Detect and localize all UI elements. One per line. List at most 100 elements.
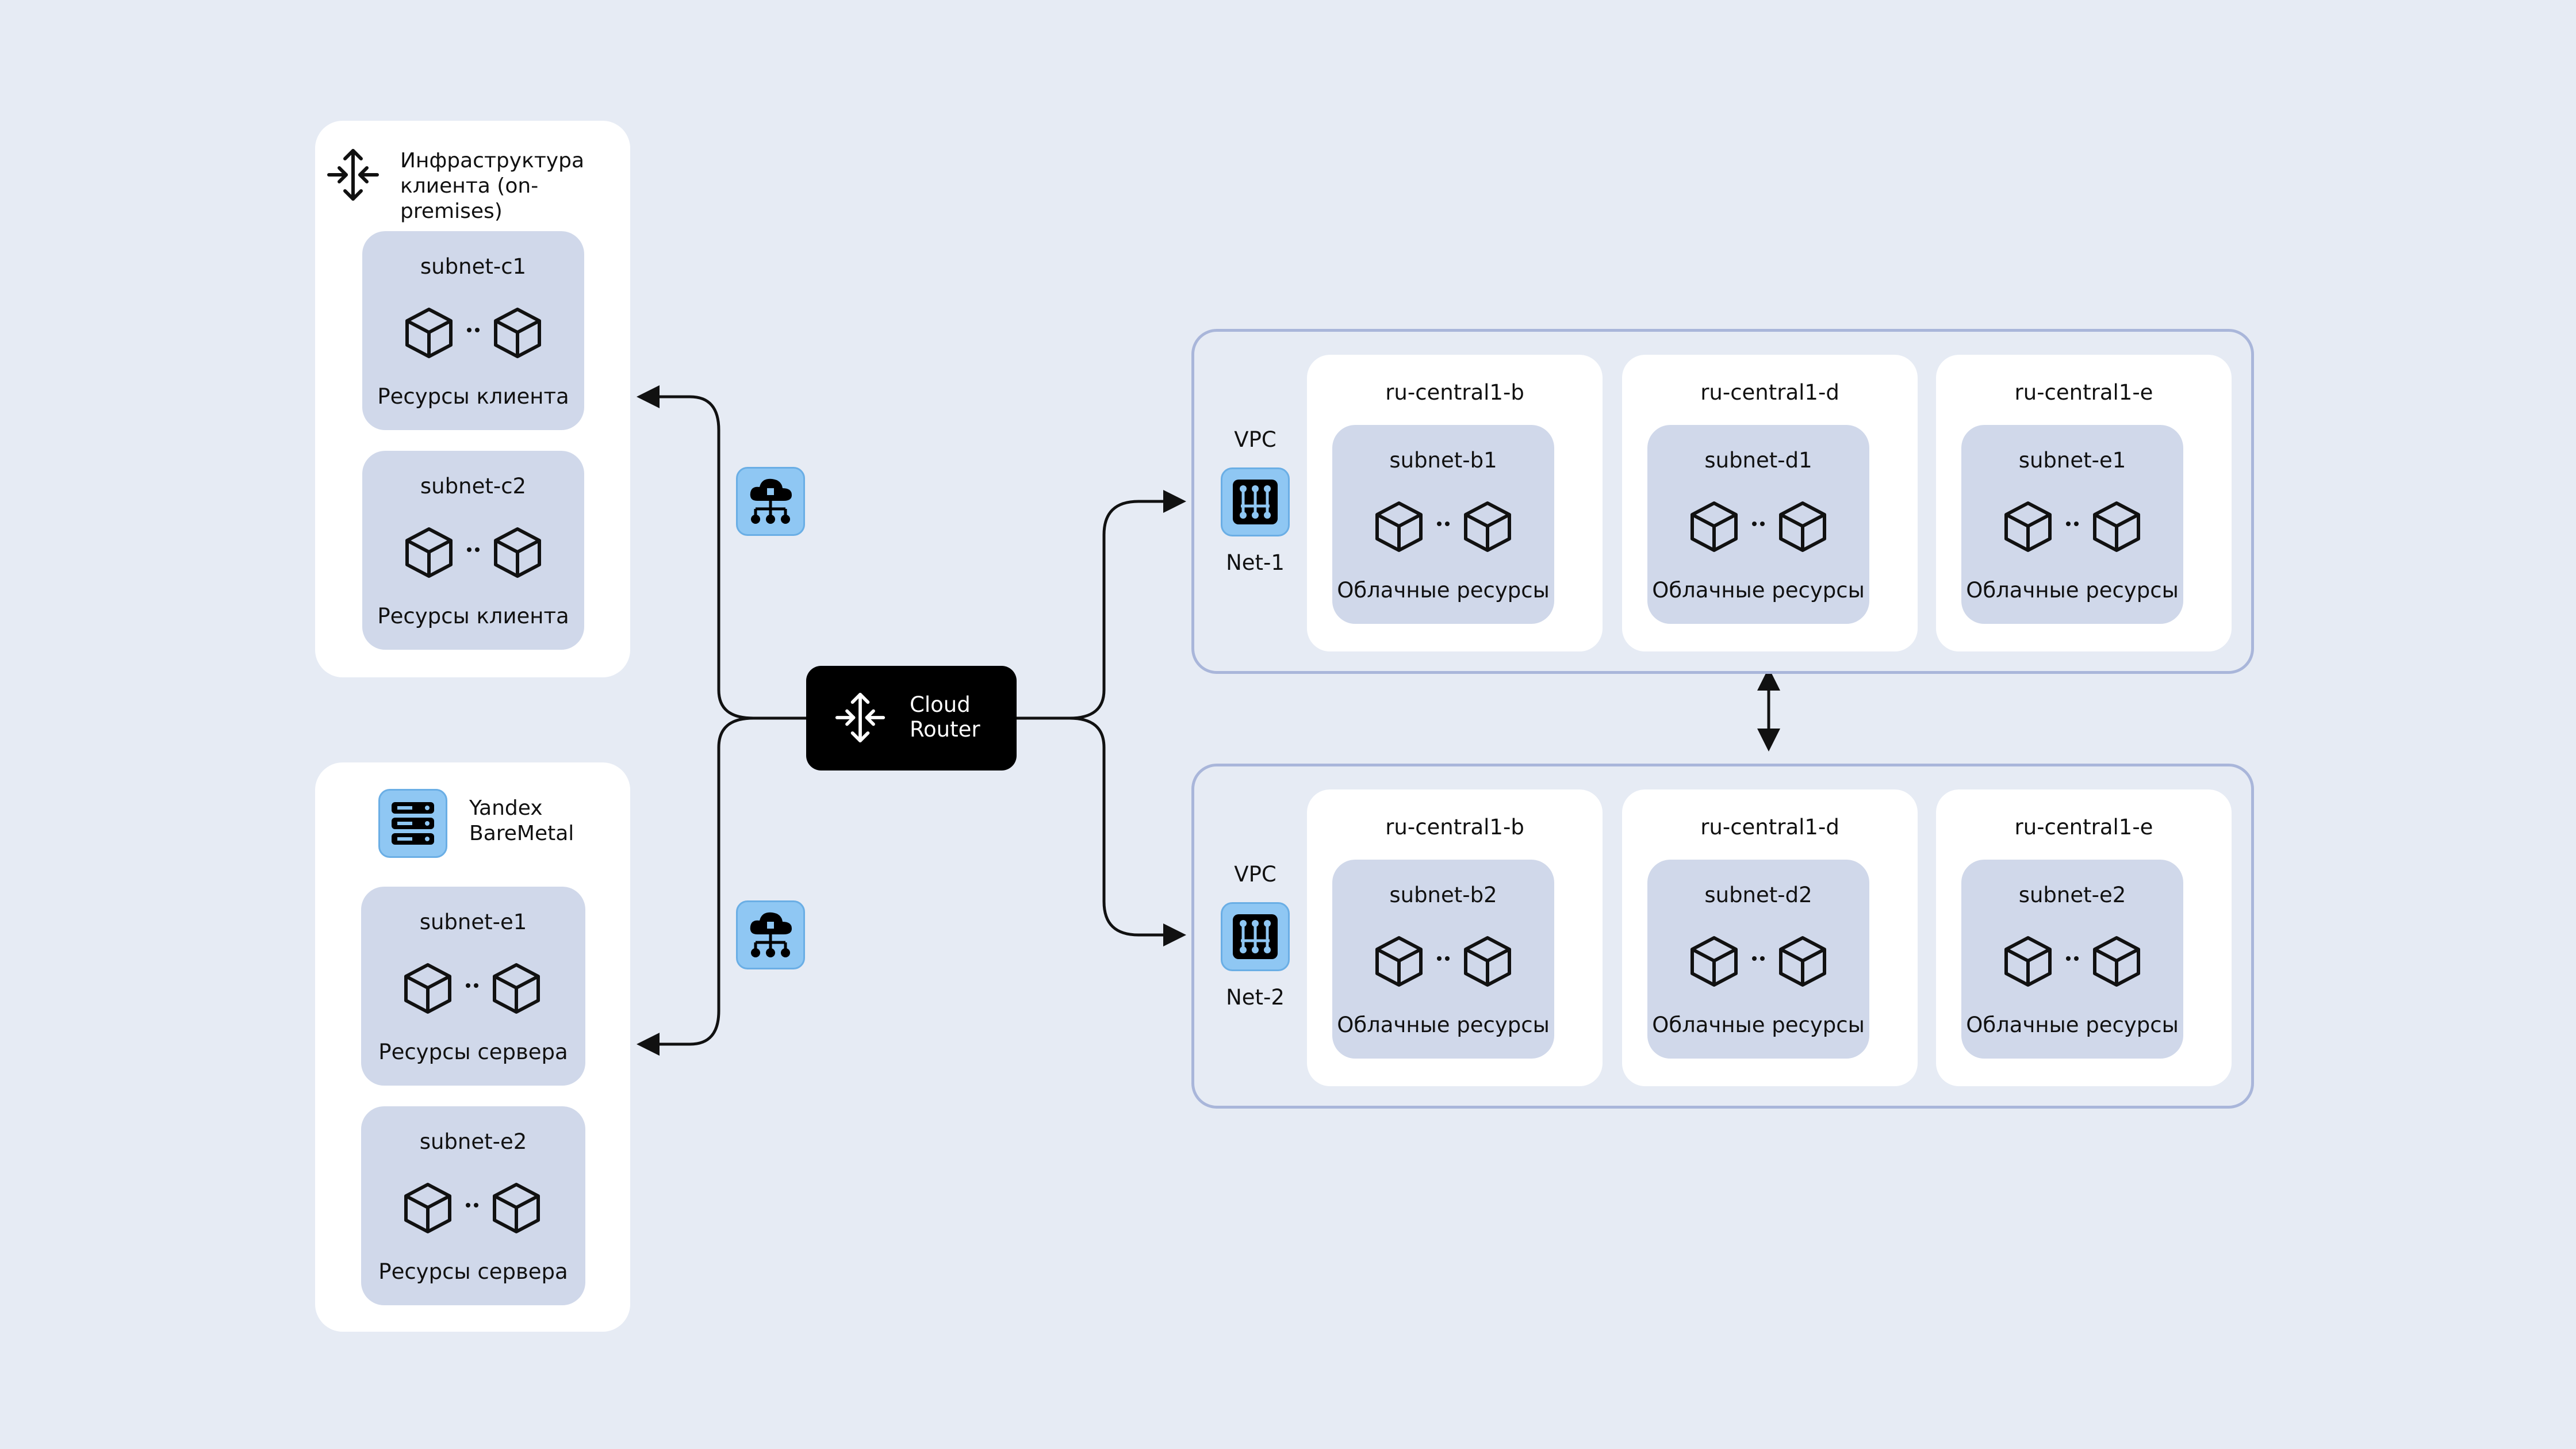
subnet-card: subnet-e1 Ресурсы сервера [361, 887, 585, 1086]
onprem-title-line1: Инфраструктура [400, 149, 585, 172]
cube-icon [493, 963, 540, 1014]
cube-icon [493, 1183, 540, 1233]
link-router-net1 [1017, 490, 1186, 720]
cube-icon [2004, 501, 2052, 552]
cloud-network-icon [736, 467, 805, 536]
cube-icon [1690, 936, 1738, 987]
subnet-caption: Ресурсы клиента [377, 384, 569, 409]
zone-card: ru-central1-b subnet-b1 Облачные ресурсы [1307, 355, 1603, 651]
ellipsis-icon [1752, 522, 1765, 526]
ellipsis-icon [1437, 522, 1450, 526]
subnet-card: subnet-e2 Ресурсы сервера [361, 1106, 585, 1305]
cube-icon [2093, 501, 2140, 552]
subnet-caption: Ресурсы сервера [378, 1040, 568, 1064]
subnet-name: subnet-b2 [1389, 883, 1497, 907]
subnet-card: subnet-d1 Облачные ресурсы [1647, 425, 1869, 624]
vpc-net-name: Net-2 [1226, 985, 1285, 1010]
cube-icon [1690, 501, 1738, 552]
subnet-card: subnet-b1 Облачные ресурсы [1332, 425, 1554, 624]
subnet-caption: Облачные ресурсы [1966, 1013, 2179, 1037]
subnet-name: subnet-c1 [420, 254, 527, 279]
zone-name: ru-central1-e [2014, 815, 2153, 839]
vpc-net-2: VPC Net-2 ru-central1-b subnet-b2 [1191, 764, 2254, 1109]
zone-name: ru-central1-d [1700, 815, 1839, 839]
cube-icon [1464, 936, 1511, 987]
cube-icon [1464, 501, 1511, 552]
baremetal-title-line1: Yandex [469, 796, 543, 820]
subnet-name: subnet-e2 [2018, 883, 2126, 907]
subnet-caption: Облачные ресурсы [1966, 578, 2179, 603]
subnet-card: subnet-d2 Облачные ресурсы [1647, 860, 1869, 1059]
subnet-card: subnet-e1 Облачные ресурсы [1961, 425, 2183, 624]
zone-name: ru-central1-b [1385, 380, 1524, 405]
subnet-caption: Ресурсы клиента [377, 604, 569, 628]
vpc-network-icon [1221, 902, 1290, 971]
vpc-network-icon [1221, 467, 1290, 536]
subnet-caption: Облачные ресурсы [1652, 578, 1865, 603]
ellipsis-icon [1437, 956, 1450, 961]
cube-icon [404, 963, 451, 1014]
baremetal-title-line2: BareMetal [469, 822, 574, 845]
vpc-net-name: Net-1 [1226, 550, 1285, 575]
vpc-net-1: VPC Net-1 ru-central1-b subnet-b1 [1191, 329, 2254, 674]
link-router-net2 [1069, 716, 1186, 946]
subnet-card: subnet-c1 Ресурсы клиента [362, 231, 584, 430]
ellipsis-icon [467, 328, 480, 332]
cube-icon [2004, 936, 2052, 987]
zone-card: ru-central1-e subnet-e2 Облачные ресурсы [1936, 789, 2232, 1086]
ellipsis-icon [466, 983, 478, 988]
ellipsis-icon [466, 1203, 478, 1208]
zone-card: ru-central1-e subnet-e1 Облачные ресурсы [1936, 355, 2232, 651]
router-arrows-icon [327, 149, 379, 201]
subnet-name: subnet-d2 [1704, 883, 1812, 907]
cube-icon [1375, 501, 1423, 552]
router-label-line1: Cloud [910, 692, 971, 717]
subnet-card: subnet-e2 Облачные ресурсы [1961, 860, 2183, 1059]
cube-icon [1375, 936, 1423, 987]
subnet-card: subnet-c2 Ресурсы клиента [362, 451, 584, 650]
vpc-label: VPC [1234, 427, 1276, 452]
cube-icon [2093, 936, 2140, 987]
subnet-name: subnet-d1 [1704, 448, 1812, 473]
zone-card: ru-central1-d subnet-d1 Облачные ресурсы [1622, 355, 1918, 651]
router-arrows-icon [835, 692, 885, 743]
ellipsis-icon [467, 547, 480, 552]
onprem-title-line2: клиента (on-premises) [400, 174, 539, 223]
subnet-name: subnet-e1 [2018, 448, 2126, 473]
cloud-network-icon [736, 900, 805, 969]
subnet-name: subnet-b1 [1389, 448, 1497, 473]
ellipsis-icon [2066, 956, 2079, 961]
zone-card: ru-central1-b subnet-b2 Облачные ресурсы [1307, 789, 1603, 1086]
cube-icon [1779, 936, 1826, 987]
cube-icon [405, 527, 453, 578]
zone-name: ru-central1-b [1385, 815, 1524, 839]
subnet-caption: Облачные ресурсы [1337, 1013, 1550, 1037]
cube-icon [405, 308, 453, 358]
ellipsis-icon [2066, 522, 2079, 526]
subnet-name: subnet-c2 [420, 474, 527, 499]
subnet-name: subnet-e2 [419, 1129, 527, 1154]
subnet-caption: Ресурсы сервера [378, 1259, 568, 1284]
subnet-card: subnet-b2 Облачные ресурсы [1332, 860, 1554, 1059]
subnet-caption: Облачные ресурсы [1337, 578, 1550, 603]
cube-icon [404, 1183, 451, 1233]
router-label-line2: Router [910, 717, 980, 742]
onprem-panel: Инфраструктура клиента (on-premises) sub… [315, 121, 630, 677]
server-rack-icon [378, 789, 447, 858]
subnet-caption: Облачные ресурсы [1652, 1013, 1865, 1037]
cloud-router-node: Cloud Router [806, 666, 1017, 770]
ellipsis-icon [1752, 956, 1765, 961]
zone-name: ru-central1-e [2014, 380, 2153, 405]
zone-card: ru-central1-d subnet-d2 Облачные ресурсы [1622, 789, 1918, 1086]
cube-icon [494, 527, 541, 578]
vpc-label: VPC [1234, 862, 1276, 887]
zone-name: ru-central1-d [1700, 380, 1839, 405]
cube-icon [494, 308, 541, 358]
link-router-onprem [637, 385, 806, 720]
baremetal-panel: Yandex BareMetal subnet-e1 Ресурсы серве… [315, 762, 630, 1332]
cube-icon [1779, 501, 1826, 552]
subnet-name: subnet-e1 [419, 910, 527, 934]
link-router-baremetal [637, 716, 754, 1056]
